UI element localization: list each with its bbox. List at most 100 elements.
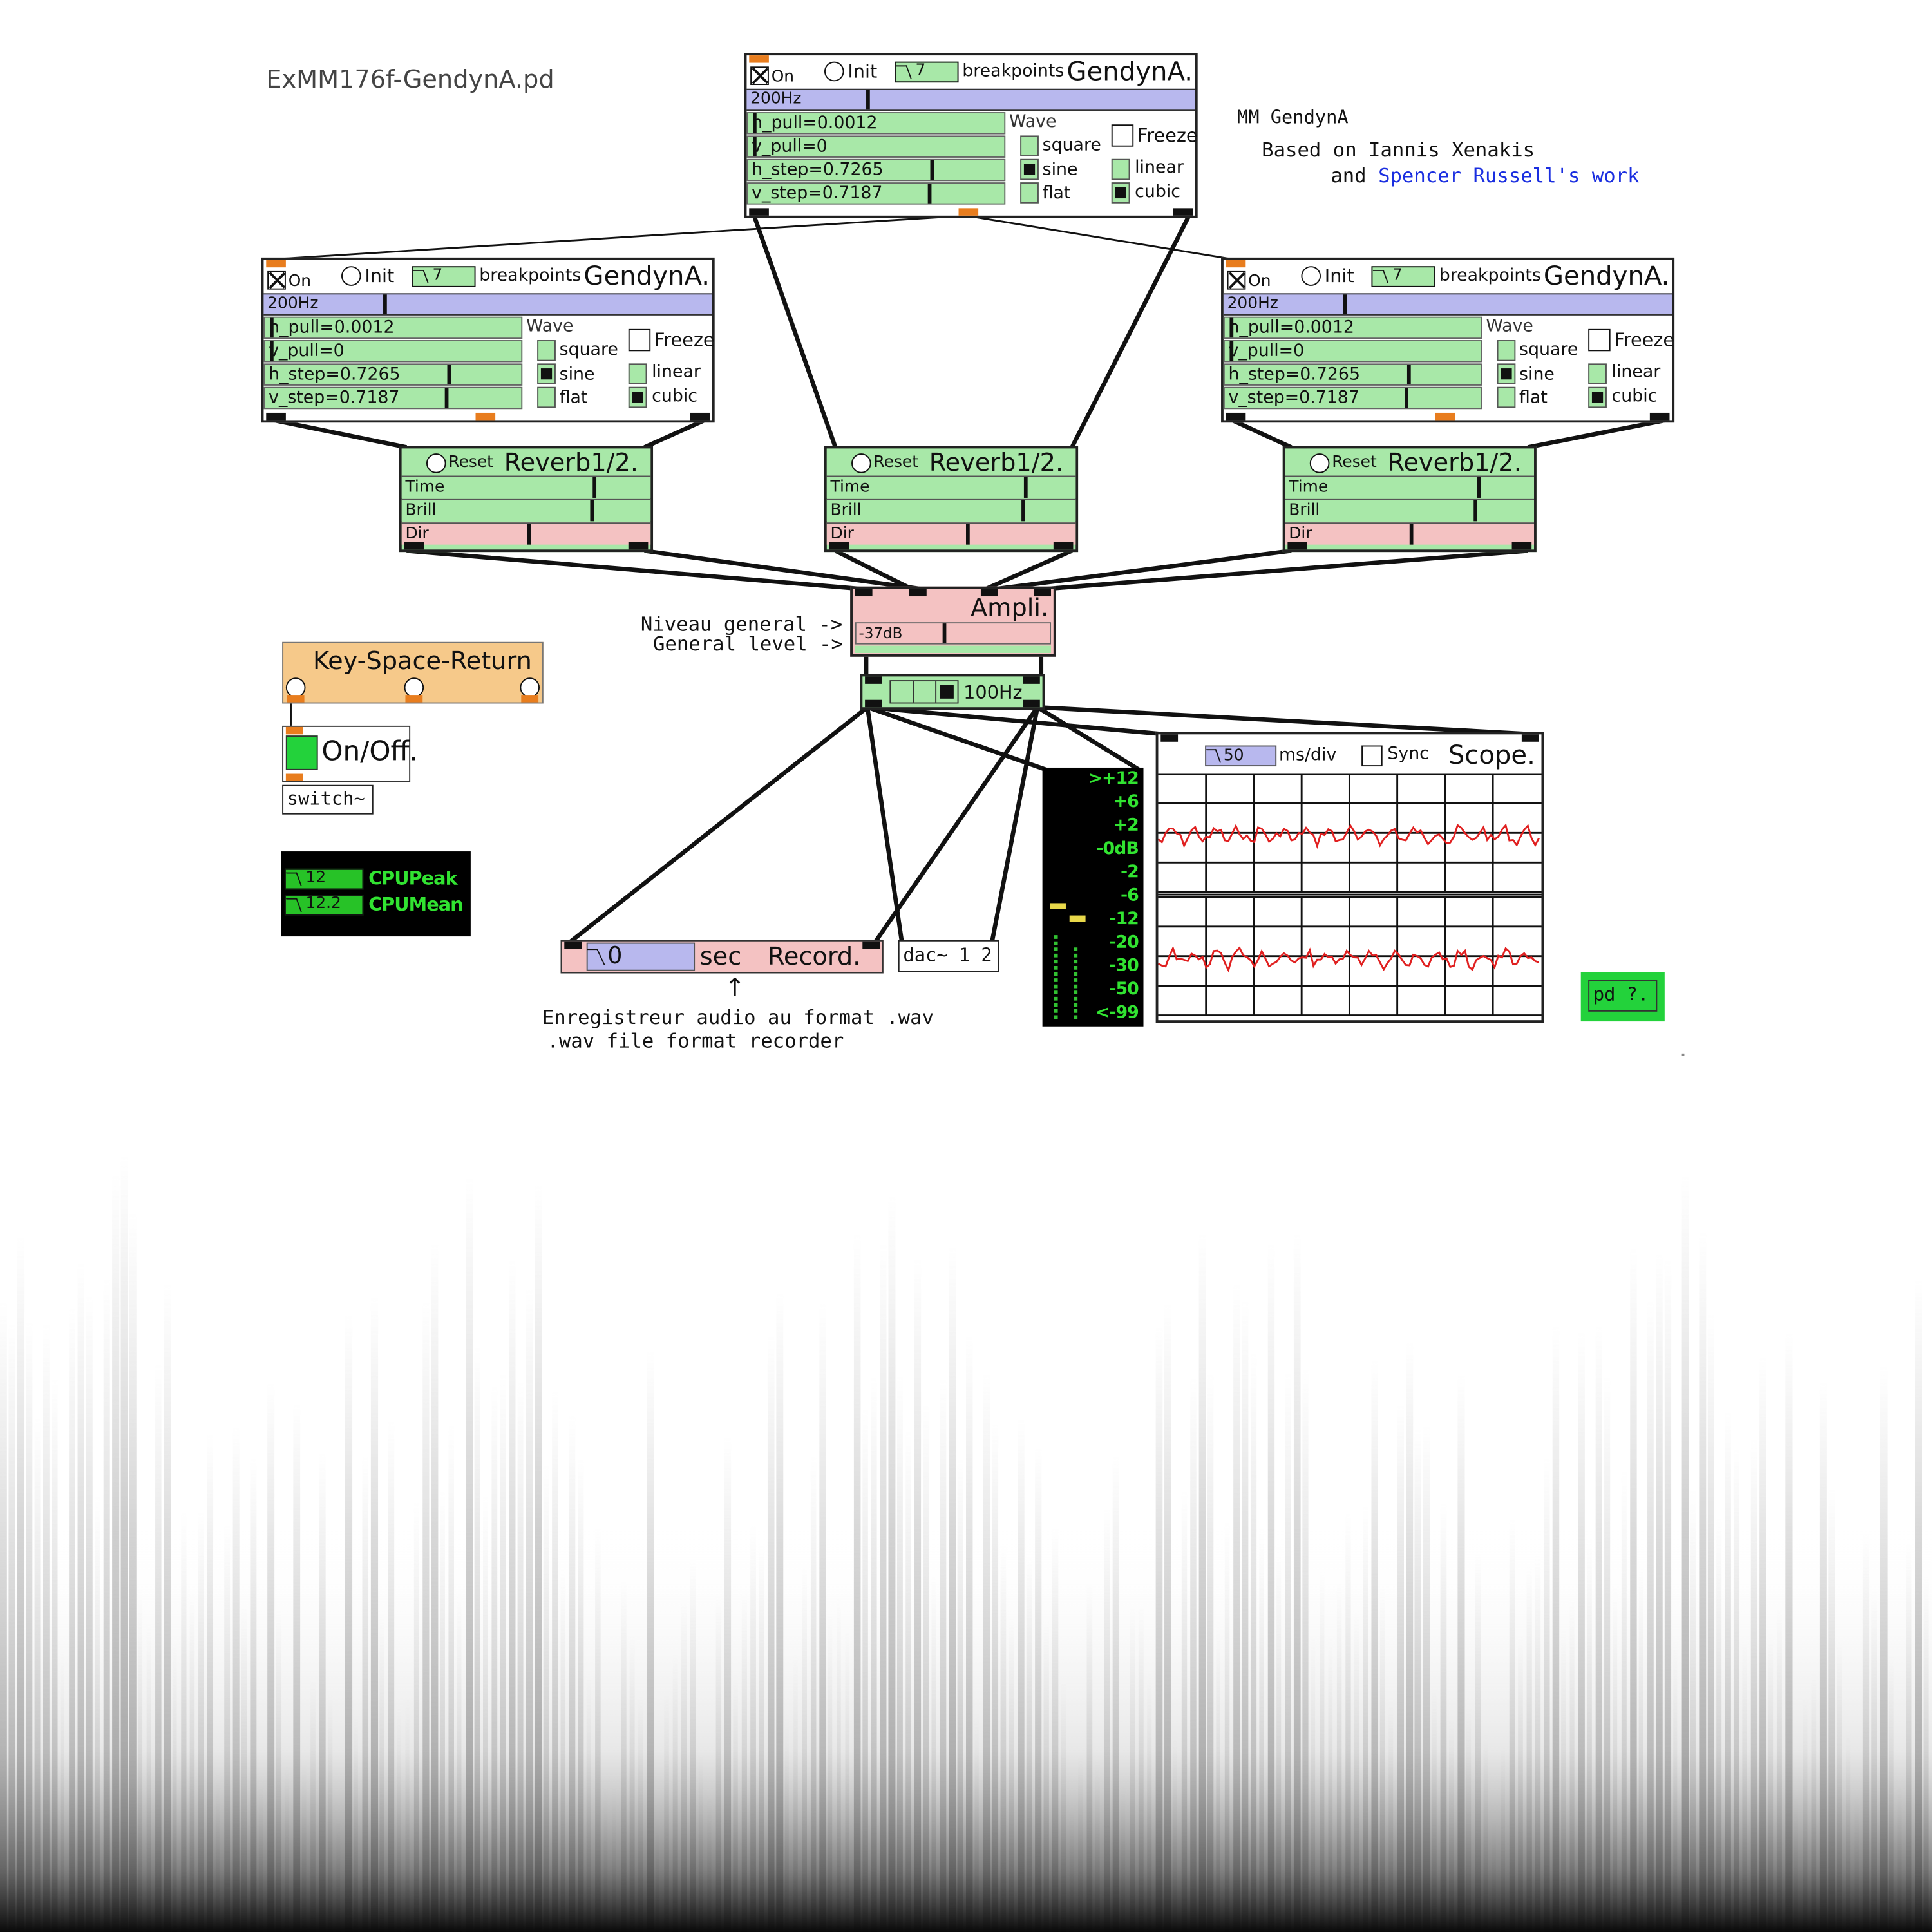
scope-msdiv-number[interactable]: 50 (1205, 745, 1277, 767)
reverb-reset-bang[interactable] (1309, 453, 1330, 473)
gendyn-vstep-slider[interactable]: v_step=0.7187 (1223, 386, 1482, 410)
gendyn-hstep-slider[interactable]: h_step=0.7265 (746, 158, 1006, 182)
gendyn-vpull-slider[interactable]: v_pull=0 (746, 135, 1006, 158)
key-bang-right[interactable] (520, 677, 540, 697)
filter-outlet[interactable] (1023, 699, 1040, 708)
keys-outlet[interactable] (405, 695, 423, 703)
reverb-brill-slider[interactable]: Brill (826, 498, 1076, 522)
gendyn-vstep-slider[interactable]: v_step=0.7187 (263, 386, 523, 410)
reverb-outlet[interactable] (404, 542, 424, 550)
ampli-inlet[interactable] (980, 589, 998, 597)
gendyn-interp-cubic[interactable] (628, 386, 647, 408)
gendyn-on-checkbox[interactable] (1227, 270, 1246, 290)
gendyn-breakpoints-number[interactable]: 7 (1371, 266, 1435, 287)
onoff-outlet[interactable] (285, 773, 303, 782)
gendyn-init-bang[interactable] (824, 61, 844, 82)
gendyn-outlet-left[interactable] (1226, 412, 1246, 421)
gendyn-wave-sine[interactable] (537, 363, 556, 384)
reverb-brill-slider[interactable]: Brill (401, 498, 651, 522)
ampli-level-knob[interactable] (942, 623, 947, 643)
gendyn-init-bang[interactable] (1301, 266, 1321, 286)
dac-object[interactable]: dac~ 1 2 (898, 940, 999, 972)
gendyn-outlet-mid[interactable] (475, 412, 496, 421)
gendyn-wave-sine[interactable] (1497, 363, 1516, 384)
scope-inlet[interactable] (1521, 734, 1539, 742)
gendyn-interp-linear[interactable] (1588, 363, 1607, 384)
gendyn-outlet-right[interactable] (1173, 208, 1193, 216)
keys-outlet[interactable] (521, 695, 539, 703)
gendyn-outlet-mid[interactable] (958, 208, 979, 216)
reverb-time-slider[interactable]: Time (826, 475, 1076, 498)
gendyn-breakpoints-number[interactable]: 7 (895, 61, 959, 83)
ampli-inlet[interactable] (1034, 589, 1052, 597)
reverb-outlet[interactable] (1511, 542, 1532, 550)
gendyn-freq-knob[interactable] (866, 90, 870, 110)
gendyn-hpull-slider[interactable]: h_pull=0.0012 (263, 316, 523, 339)
ampli-inlet[interactable] (855, 589, 873, 597)
gendyn-init-bang[interactable] (341, 266, 361, 286)
gendyn-inlet[interactable] (749, 55, 769, 63)
keys-outlet[interactable] (287, 695, 305, 703)
gendyn-freq-knob[interactable] (1343, 294, 1347, 314)
gendyn-vstep-slider[interactable]: v_step=0.7187 (746, 182, 1006, 205)
gendyn-wave-flat[interactable] (537, 386, 556, 408)
gendyn-wave-square[interactable] (1020, 135, 1039, 156)
gendyn-hstep-slider[interactable]: h_step=0.7265 (1223, 363, 1482, 386)
reverb-reset-bang[interactable] (851, 453, 871, 473)
gendyn-outlet-right[interactable] (1649, 412, 1670, 421)
gendyn-inlet[interactable] (1226, 260, 1246, 268)
filter-inlet[interactable] (865, 676, 882, 684)
reverb-outlet[interactable] (1287, 542, 1307, 550)
reverb-time-slider[interactable]: Time (401, 475, 651, 498)
filter-outlet[interactable] (865, 699, 882, 708)
gendyn-freq-knob[interactable] (383, 294, 387, 314)
gendyn-wave-flat[interactable] (1020, 182, 1039, 204)
reverb-reset-bang[interactable] (426, 453, 446, 473)
ampli-level-slider[interactable]: -37dB (855, 622, 1052, 645)
gendyn-interp-linear[interactable] (628, 363, 647, 384)
gendyn-on-checkbox[interactable] (750, 66, 769, 86)
gendyn-freeze-checkbox[interactable] (1588, 328, 1611, 352)
gendyn-freq-slider[interactable]: 200Hz (746, 88, 1195, 111)
switch-object[interactable]: switch~ (282, 784, 374, 815)
gendyn-outlet-left[interactable] (749, 208, 769, 216)
reverb-brill-slider[interactable]: Brill (1285, 498, 1535, 522)
gendyn-outlet-mid[interactable] (1435, 412, 1455, 421)
reverb-dir-slider[interactable]: Dir (401, 522, 651, 545)
ampli-inlet[interactable] (909, 589, 927, 597)
gendyn-wave-sine[interactable] (1020, 158, 1039, 180)
scope-sync-checkbox[interactable] (1361, 745, 1383, 767)
info-credit-link[interactable]: Spencer Russell's work (1378, 164, 1640, 187)
onoff-inlet[interactable] (285, 726, 303, 735)
gendyn-interp-cubic[interactable] (1111, 182, 1130, 204)
gendyn-on-checkbox[interactable] (267, 270, 286, 290)
gendyn-outlet-right[interactable] (690, 412, 710, 421)
gendyn-hpull-slider[interactable]: h_pull=0.0012 (1223, 316, 1482, 339)
gendyn-wave-flat[interactable] (1497, 386, 1516, 408)
gendyn-interp-linear[interactable] (1111, 158, 1130, 180)
gendyn-wave-square[interactable] (1497, 340, 1516, 361)
gendyn-freeze-checkbox[interactable] (628, 328, 651, 352)
reverb-dir-slider[interactable]: Dir (1285, 522, 1535, 545)
gendyn-vpull-slider[interactable]: v_pull=0 (263, 340, 523, 363)
recorder-seconds[interactable]: 0 (586, 942, 696, 971)
reverb-outlet[interactable] (829, 542, 849, 550)
gendyn-hstep-slider[interactable]: h_step=0.7265 (263, 363, 523, 386)
gendyn-freq-slider[interactable]: 200Hz (1223, 293, 1672, 316)
filter-inlet[interactable] (1023, 676, 1040, 684)
reverb-outlet[interactable] (628, 542, 649, 550)
gendyn-breakpoints-number[interactable]: 7 (412, 266, 476, 287)
gendyn-freeze-checkbox[interactable] (1111, 124, 1134, 147)
recorder-inlet[interactable] (564, 941, 582, 949)
gendyn-outlet-left[interactable] (266, 412, 286, 421)
reverb-dir-slider[interactable]: Dir (826, 522, 1076, 545)
recorder-inlet[interactable] (862, 941, 880, 949)
key-bang-left[interactable] (285, 677, 306, 697)
gendyn-inlet[interactable] (266, 260, 286, 268)
filter-radio[interactable] (889, 680, 959, 704)
subpatch-box[interactable]: pd ?. (1580, 972, 1665, 1022)
gendyn-interp-cubic[interactable] (1588, 386, 1607, 408)
gendyn-freq-slider[interactable]: 200Hz (263, 293, 712, 316)
onoff-toggle[interactable] (285, 735, 318, 770)
gendyn-wave-square[interactable] (537, 340, 556, 361)
